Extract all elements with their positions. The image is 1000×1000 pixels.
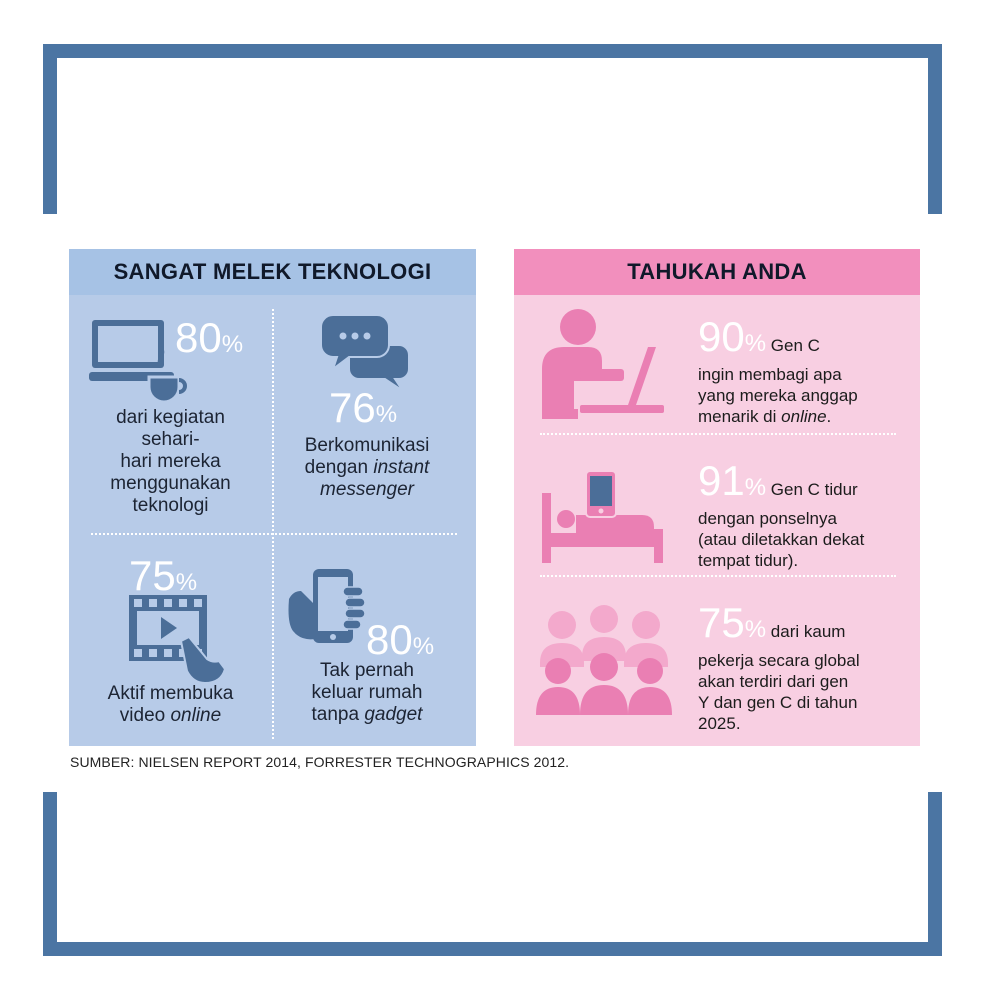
stat-gadget-caption: Tak pernah keluar rumah tanpa gadget [311, 660, 423, 725]
stat-tech-activity-value: 80% [175, 314, 244, 361]
fact-workforce: 75% dari kaum pekerja secara global akan… [514, 577, 920, 745]
frame-bottom [43, 942, 942, 956]
video-touch-icon [129, 595, 227, 685]
frame-top [43, 44, 942, 58]
frame-left-top [43, 44, 57, 214]
source-note: SUMBER: NIELSEN REPORT 2014, FORRESTER T… [70, 754, 570, 770]
stat-gadget: 80% Tak pernah keluar rumah tanpa gadget [273, 535, 476, 745]
fact-share-online-text: 90% Gen C ingin membagi apa yang mereka … [698, 313, 858, 427]
fact-share-online: 90% Gen C ingin membagi apa yang mereka … [514, 295, 920, 433]
fact-sleep-phone-text: 91% Gen C tidur dengan ponselnya (atau d… [698, 457, 865, 571]
stat-online-video-caption: Aktif membuka video online [107, 683, 234, 726]
divider-1 [540, 433, 896, 435]
divider-2 [540, 575, 896, 577]
group-people-icon [536, 605, 672, 715]
stat-online-video-value: 75% [129, 552, 198, 599]
laptop-coffee-icon [89, 320, 187, 404]
person-laptop-icon [542, 309, 664, 419]
frame-right-bottom [928, 792, 942, 956]
fact-workforce-text: 75% dari kaum pekerja secara global akan… [698, 599, 860, 734]
divider-vertical [272, 309, 274, 739]
stat-online-video: 75% Aktif membuka video online [69, 535, 272, 745]
chat-bubbles-icon [321, 315, 410, 391]
divider-horizontal [91, 533, 457, 535]
frame-right-top [928, 44, 942, 214]
stat-tech-activity: 80% dari kegiatan sehari- hari mereka me… [69, 295, 272, 533]
did-you-know-title: TAHUKAH ANDA [514, 249, 920, 295]
fact-sleep-phone: 91% Gen C tidur dengan ponselnya (atau d… [514, 435, 920, 575]
stat-instant-messenger: 76% Berkomunikasi dengan instant messeng… [273, 295, 476, 533]
stat-instant-messenger-caption: Berkomunikasi dengan instant messenger [304, 435, 430, 500]
stat-gadget-value: 80% [366, 616, 435, 663]
frame-left-bottom [43, 792, 57, 956]
stat-tech-activity-caption: dari kegiatan sehari- hari mereka menggu… [110, 407, 231, 516]
hand-phone-icon [288, 569, 366, 643]
did-you-know-panel: TAHUKAH ANDA 90% Gen C ingin membagi apa… [514, 249, 920, 746]
stat-instant-messenger-value: 76% [329, 384, 398, 431]
tech-savvy-panel: SANGAT MELEK TEKNOLOGI 80% dari kegiatan… [69, 249, 476, 746]
bed-phone-icon [542, 471, 663, 563]
tech-savvy-title: SANGAT MELEK TEKNOLOGI [69, 249, 476, 295]
